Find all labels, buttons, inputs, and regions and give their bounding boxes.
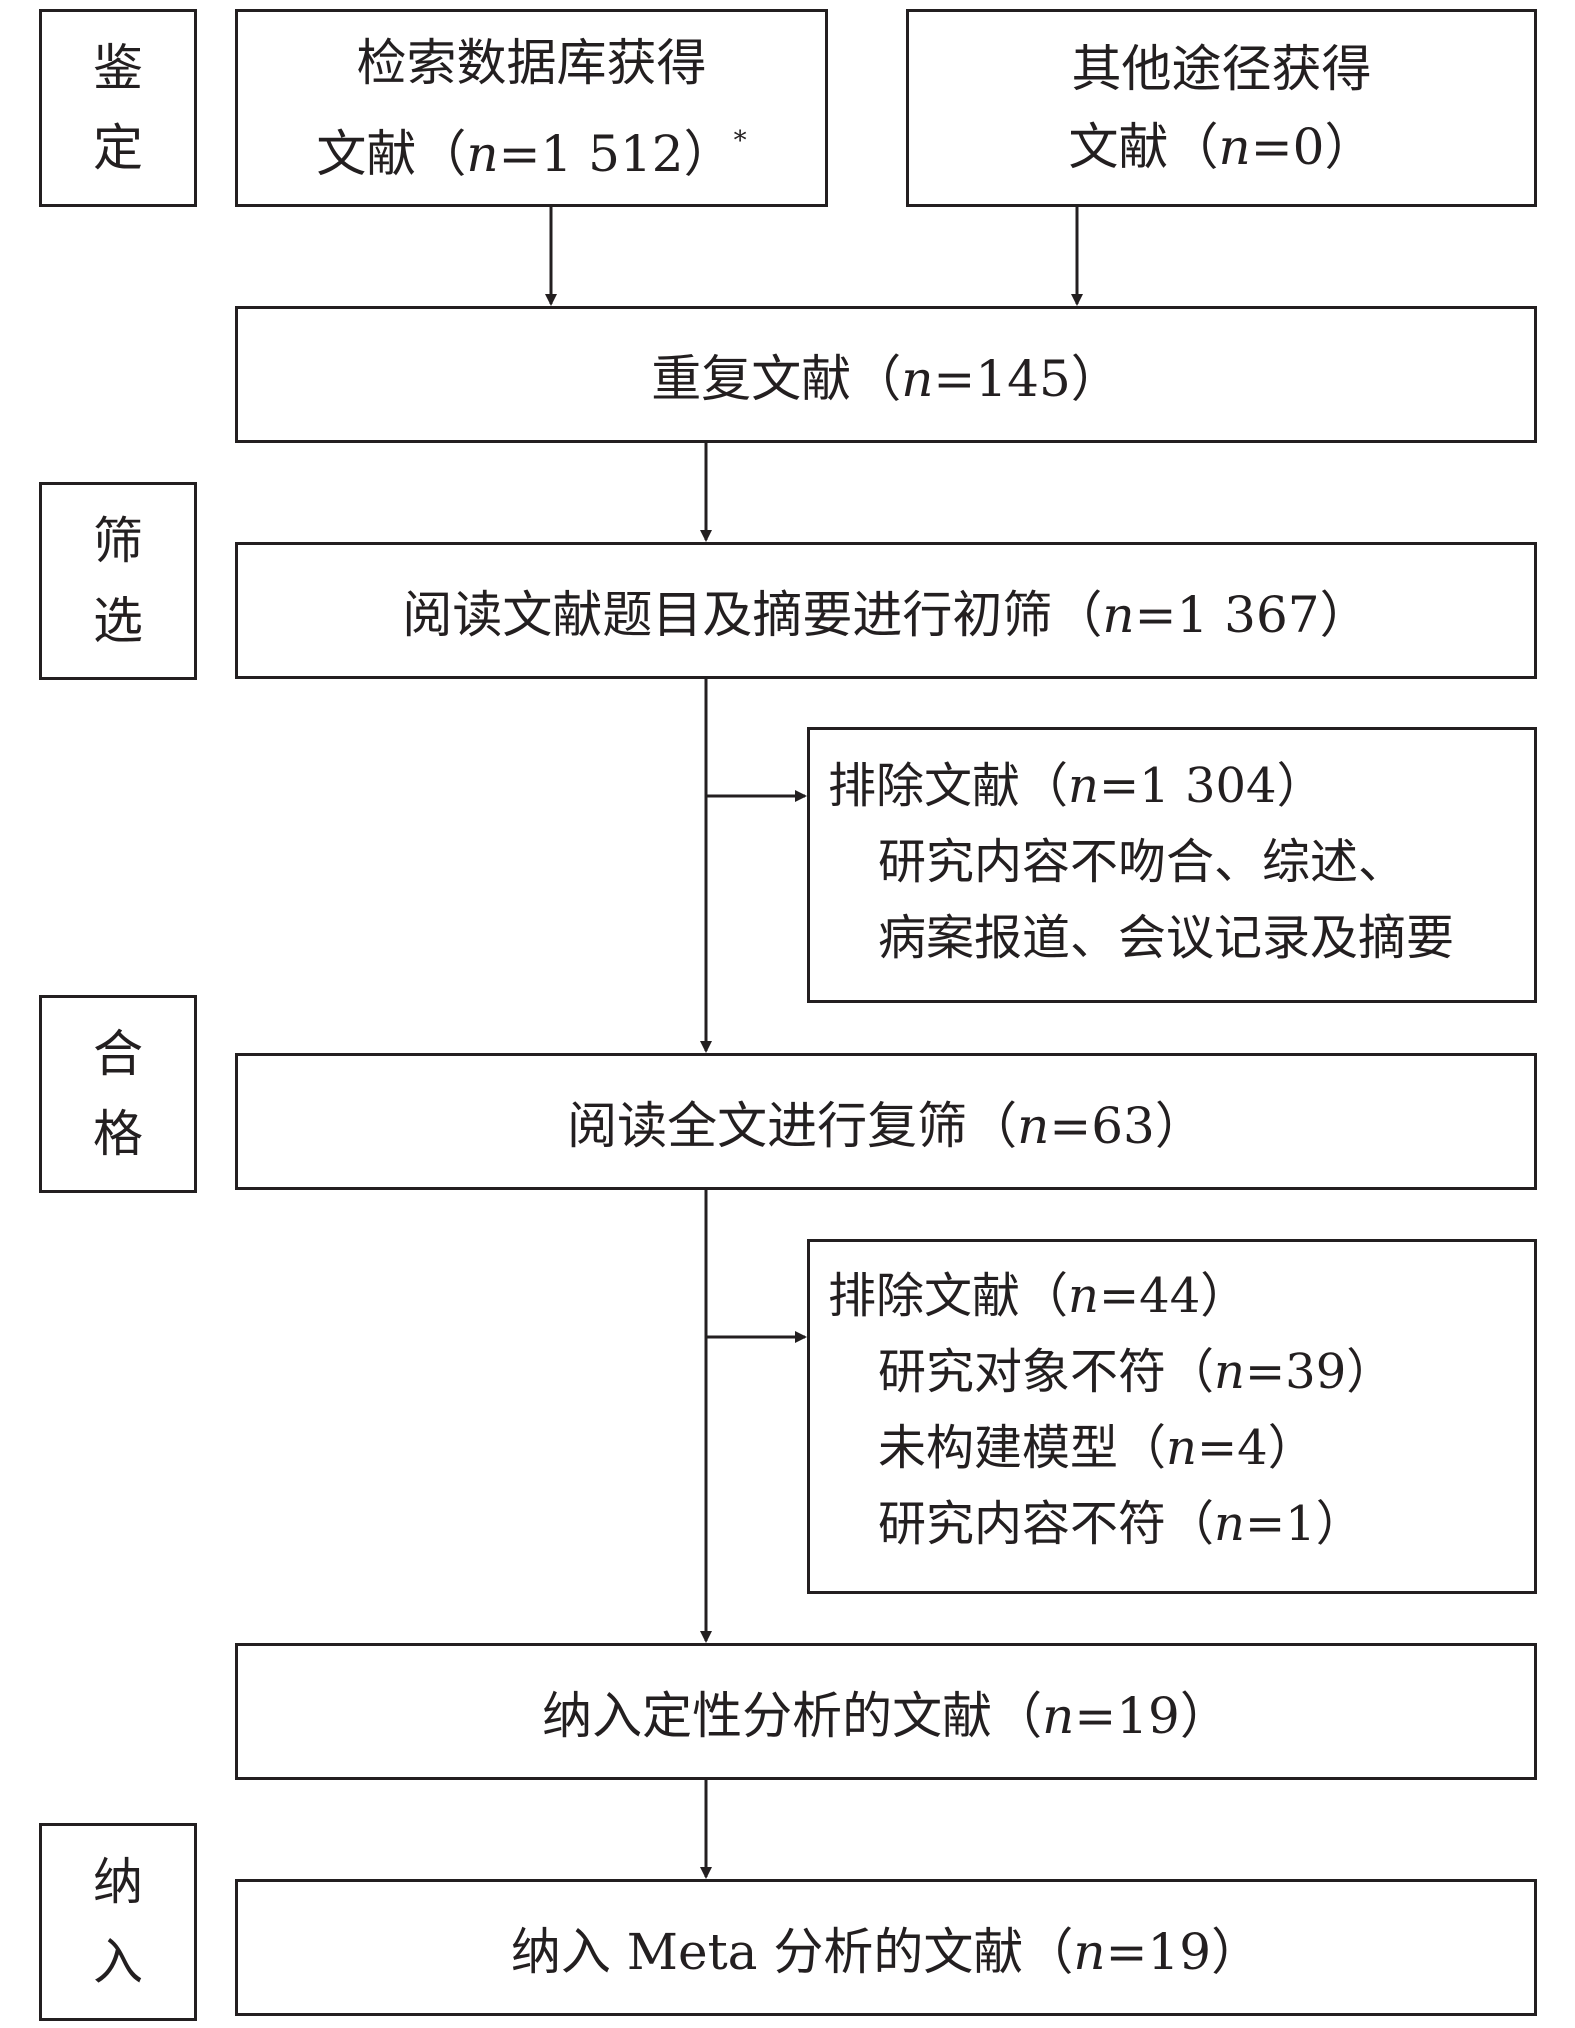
stage-eligibility: 合 格 [39,995,197,1193]
excluded-2-heading: 排除文献（n=44） [828,1268,1249,1324]
excluded-1-reason-line1: 研究内容不吻合、综述、 [878,834,1407,890]
meta-analysis-box: 纳入 Meta 分析的文献（n=19） [235,1879,1537,2016]
database-records-box: 检索数据库获得 文献（n=1 512）* [235,9,828,207]
database-records-line2: 文献（n=1 512）* [316,124,747,183]
qualitative-synthesis-label: 纳入定性分析的文献（n=19） [542,1686,1230,1745]
stage-char: 入 [93,1933,143,1991]
excluded-2-reason: 未构建模型（n=4） [878,1420,1316,1476]
excluded-2-reason: 研究对象不符（n=39） [878,1344,1395,1400]
qualitative-synthesis-box: 纳入定性分析的文献（n=19） [235,1643,1537,1780]
database-records-line1: 检索数据库获得 [356,33,707,92]
excluded-records-box-2: 排除文献（n=44） 研究对象不符（n=39） 未构建模型（n=4） 研究内容不… [807,1239,1537,1594]
stage-char: 纳 [93,1853,143,1911]
other-sources-box: 其他途径获得 文献（n=0） [906,9,1537,207]
duplicates-label: 重复文献（n=145） [651,349,1121,408]
stage-char: 合 [93,1025,143,1083]
stage-char: 定 [93,119,143,177]
title-abstract-screening-box: 阅读文献题目及摘要进行初筛（n=1 367） [235,542,1537,679]
other-sources-line2: 文献（n=0） [1068,118,1375,176]
stage-screening: 筛 选 [39,482,197,680]
footnote-marker: * [733,125,747,156]
fulltext-screening-label: 阅读全文进行复筛（n=63） [567,1096,1205,1155]
stage-char: 鉴 [93,39,143,97]
excluded-1-reason-line2: 病案报道、会议记录及摘要 [878,910,1455,966]
duplicates-box: 重复文献（n=145） [235,306,1537,443]
meta-analysis-label: 纳入 Meta 分析的文献（n=19） [510,1922,1262,1981]
excluded-1-heading: 排除文献（n=1 304） [828,758,1325,814]
stage-char: 格 [93,1105,143,1163]
other-sources-line1: 其他途径获得 [1071,40,1372,98]
fulltext-screening-box: 阅读全文进行复筛（n=63） [235,1053,1537,1190]
title-abstract-screening-label: 阅读文献题目及摘要进行初筛（n=1 367） [402,585,1370,644]
stage-char: 筛 [93,512,143,570]
excluded-2-reason: 研究内容不符（n=1） [878,1496,1364,1552]
stage-char: 选 [93,592,143,650]
stage-identification: 鉴 定 [39,9,197,207]
stage-inclusion: 纳 入 [39,1823,197,2021]
excluded-records-box-1: 排除文献（n=1 304） 研究内容不吻合、综述、 病案报道、会议记录及摘要 [807,727,1537,1003]
